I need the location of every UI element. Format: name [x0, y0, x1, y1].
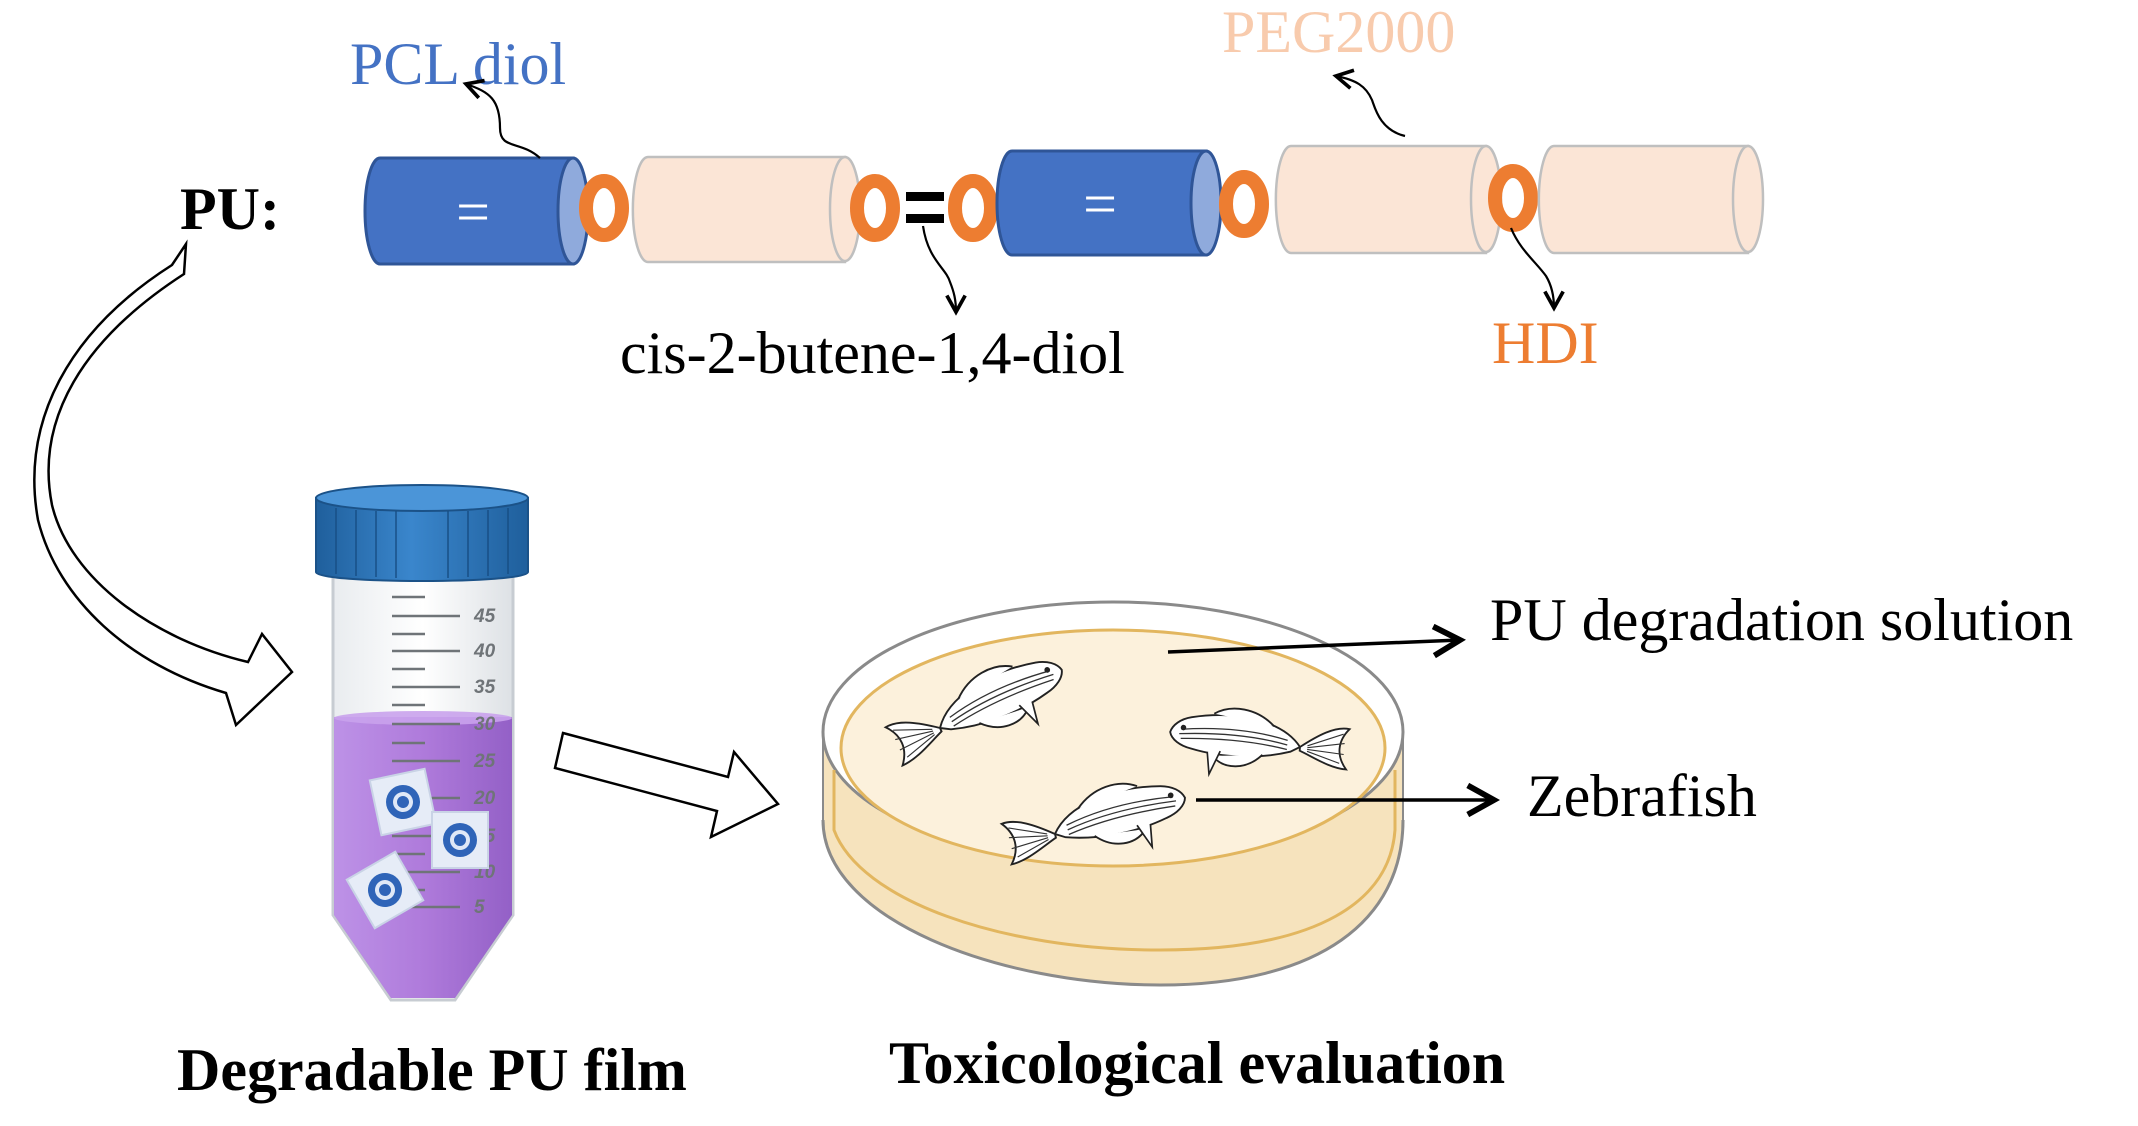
tube-scale-labels: 45 40 35 30 25 20 15 10 5	[473, 606, 496, 918]
hdi-ring-icon	[948, 174, 998, 242]
flow-arrow-icon	[33, 239, 294, 728]
peg-segment-icon	[631, 155, 862, 264]
double-bond-symbol: =	[1083, 171, 1117, 237]
tube-scale-label: 45	[473, 606, 496, 627]
tube-scale-label: 40	[473, 641, 496, 662]
peg-segment-icon	[1537, 144, 1765, 255]
hdi-pointer-arrow	[1509, 227, 1554, 308]
solution-pointer-arrow	[1167, 640, 1460, 652]
peg2000-label: PEG2000	[1222, 0, 1455, 65]
pcl-diol-label: PCL diol	[350, 31, 566, 97]
pu-film-icon	[431, 811, 489, 869]
hdi-ring-icon	[850, 174, 900, 242]
peg-segment-icon	[1274, 144, 1503, 255]
pcl-segment-icon: =	[995, 149, 1223, 257]
flow-arrow-icon	[553, 731, 780, 840]
butene-pointer-arrow	[921, 225, 956, 312]
hdi-ring-icon	[1488, 164, 1538, 232]
pu-degradation-solution-label: PU degradation solution	[1490, 587, 2073, 653]
pu-film-icon	[368, 767, 438, 837]
hdi-label: HDI	[1492, 310, 1599, 376]
tube-scale-label: 30	[474, 714, 496, 735]
pcl-segment-icon: =	[363, 156, 590, 266]
tube-cap	[315, 484, 529, 582]
pcl-pointer-arrow	[466, 84, 541, 159]
tube-scale-label: 5	[474, 897, 485, 918]
toxicological-evaluation-caption: Toxicological evaluation	[889, 1030, 1505, 1096]
zebrafish-label: Zebrafish	[1527, 763, 1757, 829]
degradable-pu-film-caption: Degradable PU film	[177, 1037, 687, 1103]
tube-scale-label: 35	[474, 677, 496, 698]
butene-diol-double-bond	[906, 192, 944, 223]
centrifuge-tube-icon: 45 40 35 30 25 20 15 10 5	[315, 484, 529, 1002]
pu-label: PU:	[180, 176, 280, 242]
tube-scale-label: 20	[473, 788, 496, 809]
peg-pointer-arrow	[1336, 76, 1406, 138]
hdi-ring-icon	[1219, 170, 1269, 238]
petri-dish-icon	[821, 600, 1405, 987]
butene-diol-label: cis-2-butene-1,4-diol	[620, 320, 1125, 386]
hdi-ring-icon	[579, 174, 629, 242]
double-bond-symbol: =	[456, 179, 490, 245]
tube-scale-label: 25	[473, 751, 496, 772]
